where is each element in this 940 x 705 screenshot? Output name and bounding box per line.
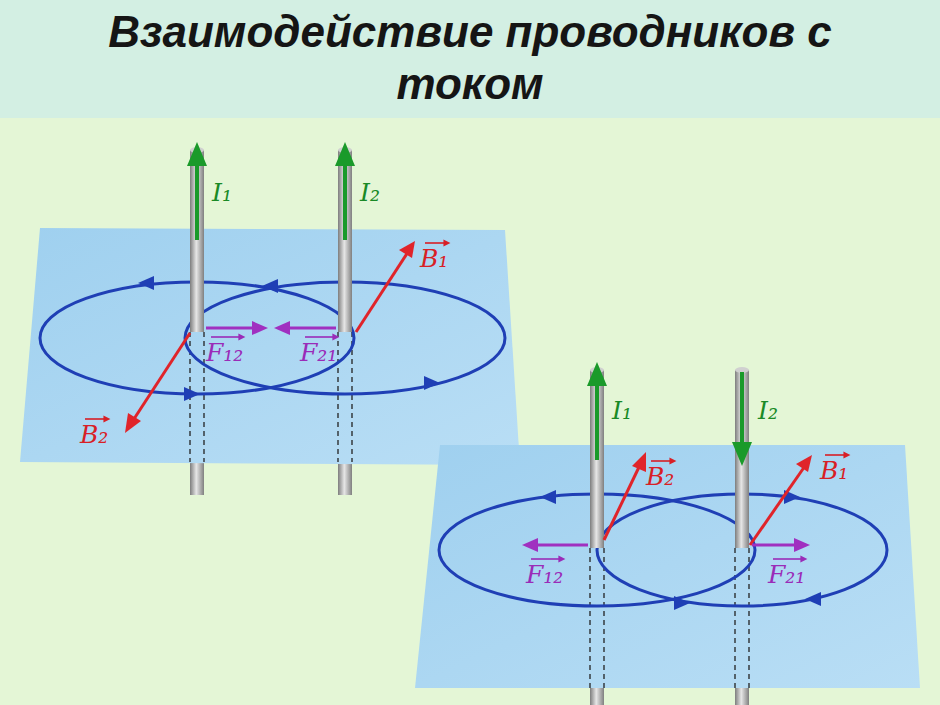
conductor xyxy=(338,150,352,332)
field-vector-heads xyxy=(125,241,415,433)
vector-label: F₁₂ xyxy=(526,560,563,590)
vector-sign xyxy=(530,555,571,563)
force-vector-heads xyxy=(522,538,810,552)
vector-label: B₁ xyxy=(420,244,448,274)
force-vectors xyxy=(538,544,796,547)
field-vectors xyxy=(604,465,805,545)
field-lines xyxy=(40,282,505,394)
vector-sign xyxy=(772,555,813,563)
field-direction-arrows xyxy=(540,490,821,610)
vector-label: B₂ xyxy=(646,462,674,492)
current-arrowheads xyxy=(587,362,752,466)
vector-sign xyxy=(210,333,251,341)
vector-label: B₂ xyxy=(80,420,108,450)
current-arrowheads xyxy=(187,142,355,166)
vector-sign xyxy=(424,239,456,247)
field-direction-arrows xyxy=(138,276,440,401)
vector-label: F₂₁ xyxy=(768,560,805,590)
conductor xyxy=(590,370,604,548)
conductor xyxy=(190,150,204,332)
vector-label: I₂ xyxy=(360,178,380,208)
vector-label: I₂ xyxy=(758,396,778,426)
vector-sign xyxy=(84,415,116,423)
projection-lines xyxy=(190,332,352,462)
title: Взаимодействие проводников с током xyxy=(60,6,880,110)
vector-label: B₁ xyxy=(820,456,848,486)
vector-label: F₂₁ xyxy=(300,338,337,368)
plane xyxy=(415,445,920,688)
field-vectors xyxy=(132,252,408,422)
vector-label: I₁ xyxy=(612,396,632,426)
plane xyxy=(20,228,520,465)
vector-sign xyxy=(650,457,682,465)
vector-label: I₁ xyxy=(212,178,232,208)
current-arrows xyxy=(197,160,345,240)
vector-sign xyxy=(824,451,856,459)
force-vector-heads xyxy=(252,321,290,335)
projection-lines xyxy=(590,548,749,688)
vector-sign xyxy=(304,333,345,341)
vector-label: F₁₂ xyxy=(206,338,243,368)
field-lines xyxy=(439,494,887,606)
current-arrows xyxy=(597,372,742,460)
force-vectors xyxy=(206,327,336,330)
